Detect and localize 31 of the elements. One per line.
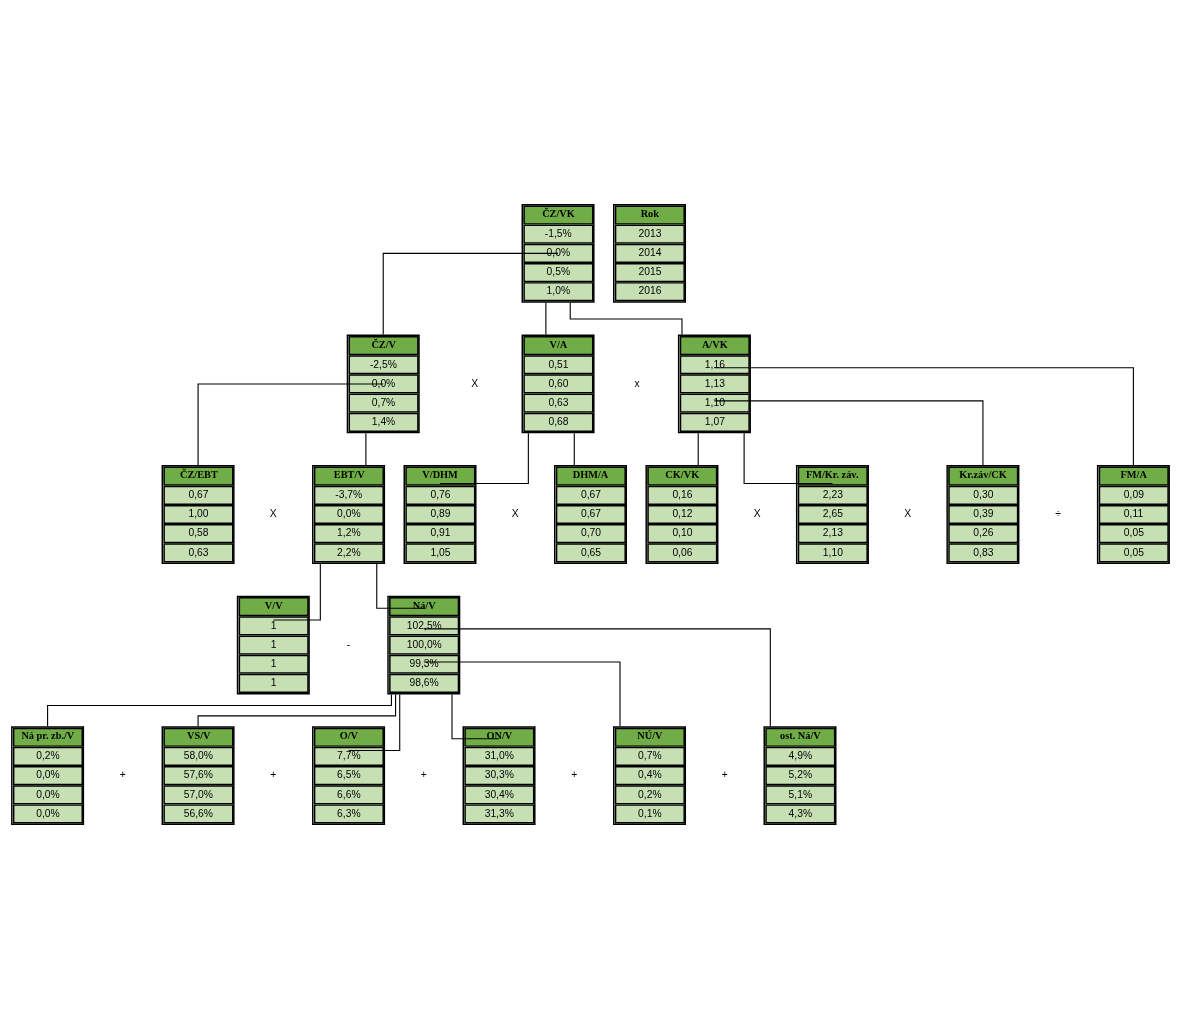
label: + <box>721 769 728 781</box>
label: X <box>269 508 277 520</box>
connector <box>697 432 699 466</box>
connector <box>348 693 401 752</box>
connector <box>365 432 367 466</box>
connector <box>197 693 397 727</box>
label: - <box>346 638 351 650</box>
label: x <box>634 377 640 389</box>
connector <box>272 563 321 621</box>
connector <box>545 302 547 336</box>
connector <box>451 693 500 740</box>
label: + <box>571 769 578 781</box>
connector <box>423 628 771 727</box>
label: X <box>511 508 519 520</box>
connector <box>197 383 384 466</box>
connector <box>439 432 529 485</box>
label: + <box>119 769 126 781</box>
connector <box>713 400 984 466</box>
connector <box>743 432 833 485</box>
label: X <box>471 377 479 389</box>
label: X <box>753 508 761 520</box>
connector <box>382 252 559 336</box>
label: X <box>904 508 912 520</box>
connector <box>376 563 425 609</box>
label: + <box>420 769 427 781</box>
connector <box>47 693 392 727</box>
connector <box>713 367 1134 466</box>
label: ÷ <box>1055 508 1061 520</box>
label: + <box>270 769 277 781</box>
connector <box>573 432 575 466</box>
connector <box>423 661 621 727</box>
